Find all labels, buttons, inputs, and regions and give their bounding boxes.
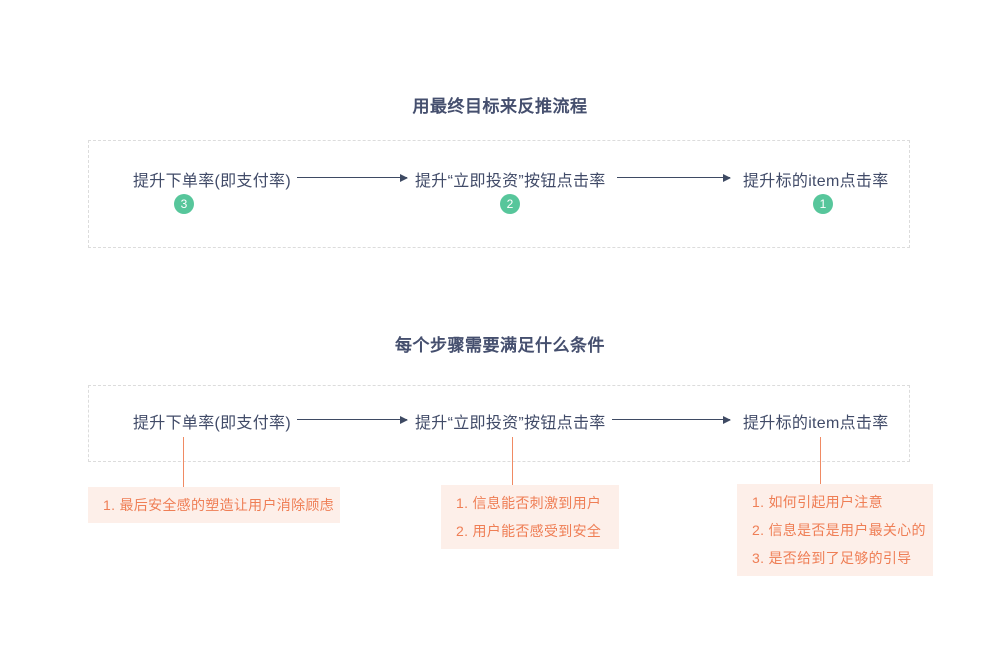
conditions-arrow-2	[612, 415, 731, 424]
conditions-step-2-label: 提升“立即投资”按钮点击率	[415, 415, 606, 432]
arrow-head-icon	[400, 415, 408, 424]
connector-line-1	[183, 437, 184, 487]
note-item: 2. 用户能否感受到安全	[456, 523, 602, 539]
note-item: 1. 最后安全感的塑造让用户消除顾虑	[103, 497, 334, 513]
flow-step-2-order-badge: 2	[500, 194, 520, 214]
conditions-section-title: 每个步骤需要满足什么条件	[395, 336, 605, 355]
flow-step-3-order-badge: 1	[813, 194, 833, 214]
flow-arrow-1	[297, 173, 408, 182]
flow-section-box	[88, 140, 910, 248]
conditions-arrow-1	[297, 415, 408, 424]
flow-step-1-order-badge: 3	[174, 194, 194, 214]
note-box-3: 1. 如何引起用户注意 2. 信息是否是用户最关心的 3. 是否给到了足够的引导	[737, 484, 933, 576]
flow-section-title: 用最终目标来反推流程	[412, 97, 588, 116]
note-item: 1. 信息能否刺激到用户	[456, 495, 602, 511]
flow-step-2-label: 提升“立即投资”按钮点击率	[415, 173, 606, 190]
conditions-step-1-label: 提升下单率(即支付率)	[133, 415, 291, 432]
conditions-step-3-label: 提升标的item点击率	[743, 415, 889, 432]
flow-arrow-2	[617, 173, 731, 182]
arrow-head-icon	[400, 173, 408, 182]
note-item: 2. 信息是否是用户最关心的	[752, 522, 926, 538]
connector-line-2	[512, 437, 513, 485]
flow-step-3-label: 提升标的item点击率	[743, 173, 889, 190]
conditions-section-box	[88, 385, 910, 462]
note-item: 1. 如何引起用户注意	[752, 494, 883, 510]
note-item: 3. 是否给到了足够的引导	[752, 550, 912, 566]
connector-line-3	[820, 437, 821, 484]
note-box-1: 1. 最后安全感的塑造让用户消除顾虑	[88, 487, 340, 523]
arrow-head-icon	[723, 173, 731, 182]
arrow-head-icon	[723, 415, 731, 424]
note-box-2: 1. 信息能否刺激到用户 2. 用户能否感受到安全	[441, 485, 619, 549]
flow-step-1-label: 提升下单率(即支付率)	[133, 173, 291, 190]
